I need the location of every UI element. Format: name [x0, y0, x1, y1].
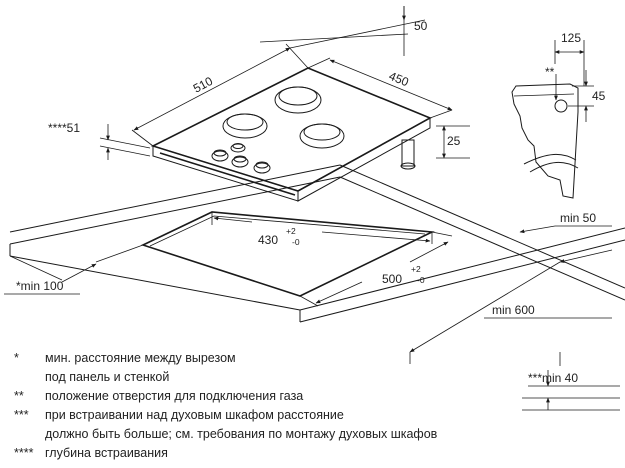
bracket-width-label: 125: [561, 31, 581, 45]
hob-width-label: 450: [387, 69, 411, 90]
footnote-text: глубина встраивания: [45, 446, 168, 460]
min-wall-label: min 50: [560, 211, 596, 225]
footnote-text: под панель и стенкой: [45, 370, 170, 384]
dim-embed-depth: ****51: [48, 121, 151, 160]
footnote-mark: [14, 368, 45, 387]
footnote-text: при встраивании над духовым шкафом расст…: [45, 408, 344, 422]
dim-min-cabinet: min 600: [409, 249, 613, 364]
dim-min-front: *min 100: [4, 244, 144, 295]
dim-min-oven: ***min 40: [522, 352, 620, 411]
footnote-mark: **: [14, 389, 24, 403]
footnote: ** положение отверстия для подключения га…: [14, 387, 534, 406]
cutout-width-tol-minus: -0: [292, 237, 300, 247]
hob-height-label: 25: [447, 134, 461, 148]
bracket-height-label: 45: [592, 89, 606, 103]
footnote: под панель и стенкой: [14, 368, 534, 387]
countertop: [9, 164, 625, 323]
min-front-label: *min 100: [16, 279, 64, 293]
dim-min-wall: min 50: [519, 211, 612, 234]
dim-cutout-width: 430 +2 -0: [211, 212, 433, 247]
min-oven-label: ***min 40: [528, 371, 578, 385]
footnote-text: положение отверстия для подключения газа: [45, 389, 304, 403]
cutout-depth-tol-minus: -0: [417, 275, 425, 285]
burner-right: [299, 123, 345, 149]
burner-left: [222, 113, 268, 139]
footnote: должно быть больше; см. требования по мо…: [14, 425, 534, 444]
dim-hob-height: 25: [436, 125, 470, 159]
bracket-mark-label: **: [545, 65, 555, 79]
footnote-text: должно быть больше; см. требования по мо…: [45, 427, 438, 441]
gas-inlet-pipe: [400, 139, 416, 170]
cutout-depth-tol-plus: +2: [411, 264, 421, 274]
footnote-mark: ***: [14, 408, 29, 422]
bracket-detail: 125 ** 45: [511, 31, 606, 199]
hob-depth-label: 510: [191, 74, 216, 96]
min-cabinet-label: min 600: [492, 303, 535, 317]
knob: [230, 143, 246, 153]
dim-top-offset: 50: [259, 6, 428, 56]
dim-hob-width: 450: [307, 57, 453, 119]
footnote-mark: [14, 425, 45, 444]
burners: [222, 86, 345, 149]
footnote: *** при встраивании над духовым шкафом ра…: [14, 406, 534, 425]
dim-cutout-depth: 500 +2 -0: [299, 231, 453, 307]
footnote-mark: *: [14, 351, 19, 365]
top-offset-label: 50: [414, 19, 428, 33]
dim-hob-depth: 510: [131, 43, 309, 147]
burner-back: [274, 86, 322, 114]
knob: [253, 161, 271, 174]
footnote: * мин. расстояние между вырезом: [14, 349, 534, 368]
footnote: **** глубина встраивания: [14, 444, 534, 463]
cutout-depth-label: 500: [382, 272, 402, 286]
footnote-mark: ****: [14, 446, 34, 460]
cutout-width-tol-plus: +2: [286, 226, 296, 236]
footnote-text: мин. расстояние между вырезом: [45, 351, 236, 365]
cutout-width-label: 430: [258, 233, 278, 247]
footnotes: * мин. расстояние между вырезом под панел…: [14, 349, 534, 463]
knob: [231, 155, 249, 168]
control-knobs: [211, 143, 271, 174]
knob: [211, 149, 229, 162]
embed-depth-label: ****51: [48, 121, 80, 135]
